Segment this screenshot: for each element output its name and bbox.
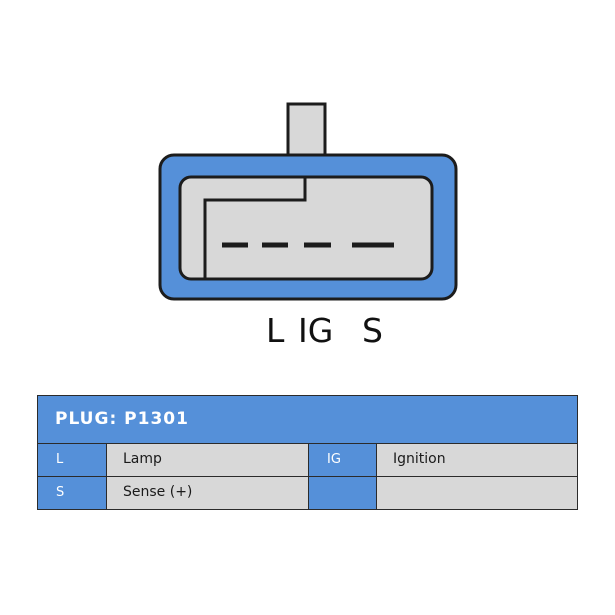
pin-code-cell: IG — [308, 444, 376, 476]
table-row: L Lamp IG Ignition — [38, 444, 577, 476]
pin-labels: L IG S — [0, 306, 615, 356]
connector-key-line — [203, 177, 307, 278]
pin-label-s: S — [362, 311, 383, 350]
pin-code-cell: L — [38, 444, 106, 476]
pin-code-cell: S — [38, 477, 106, 509]
pin-description-cell: Ignition — [376, 444, 577, 476]
pin-description-cell — [376, 477, 577, 509]
pin-label-ig: IG — [298, 311, 334, 350]
pin-code-cell — [308, 477, 376, 509]
table-row: S Sense (+) — [38, 476, 577, 509]
pin-label-l: L — [266, 311, 285, 350]
pin-description-cell: Lamp — [106, 444, 308, 476]
connector-tab — [286, 102, 327, 160]
plug-table: PLUG: P1301 L Lamp IG Ignition S Sense (… — [37, 395, 578, 510]
plug-table-title: PLUG: P1301 — [38, 396, 577, 444]
pin-description-cell: Sense (+) — [106, 477, 308, 509]
